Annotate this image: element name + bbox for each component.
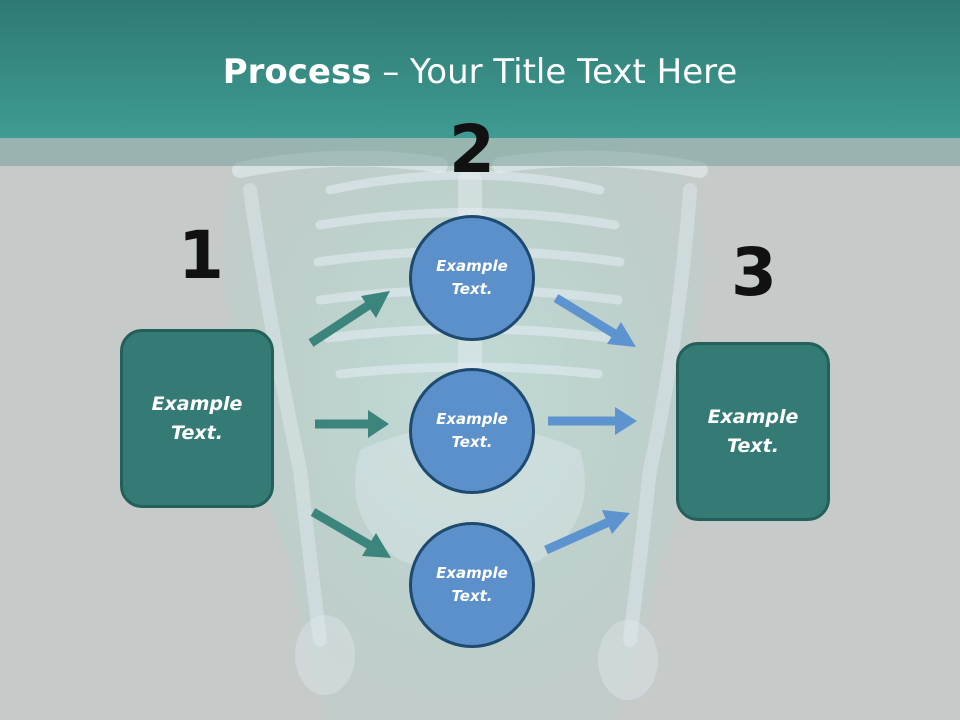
title-rest: – Your Title Text Here bbox=[371, 52, 738, 92]
right-step-box-text: Example Text. bbox=[707, 406, 799, 457]
blue-arrow-down bbox=[553, 294, 636, 347]
teal-arrow-up bbox=[308, 291, 390, 347]
blue-arrow-middle bbox=[548, 407, 637, 435]
teal-arrow-middle bbox=[315, 410, 389, 438]
step-number-3: 3 bbox=[731, 234, 777, 311]
step-number-1: 1 bbox=[178, 217, 224, 294]
header-strip bbox=[0, 138, 960, 166]
blue-arrow-up bbox=[544, 510, 630, 555]
circle-top-text: Example Text. bbox=[436, 256, 508, 298]
circle-top: Example Text. bbox=[409, 215, 535, 341]
teal-arrow-down bbox=[310, 508, 391, 558]
circle-middle-text: Example Text. bbox=[436, 409, 508, 451]
right-step-box: Example Text. bbox=[676, 342, 830, 521]
left-step-box-text: Example Text. bbox=[151, 393, 243, 444]
header-band bbox=[0, 0, 960, 138]
circle-bottom: Example Text. bbox=[409, 522, 535, 648]
circle-bottom-text: Example Text. bbox=[436, 563, 508, 605]
title-bold: Process bbox=[222, 52, 372, 92]
slide-title: Process – Your Title Text Here bbox=[0, 52, 960, 92]
circle-middle: Example Text. bbox=[409, 368, 535, 494]
step-number-2: 2 bbox=[449, 111, 495, 188]
left-step-box: Example Text. bbox=[120, 329, 274, 508]
